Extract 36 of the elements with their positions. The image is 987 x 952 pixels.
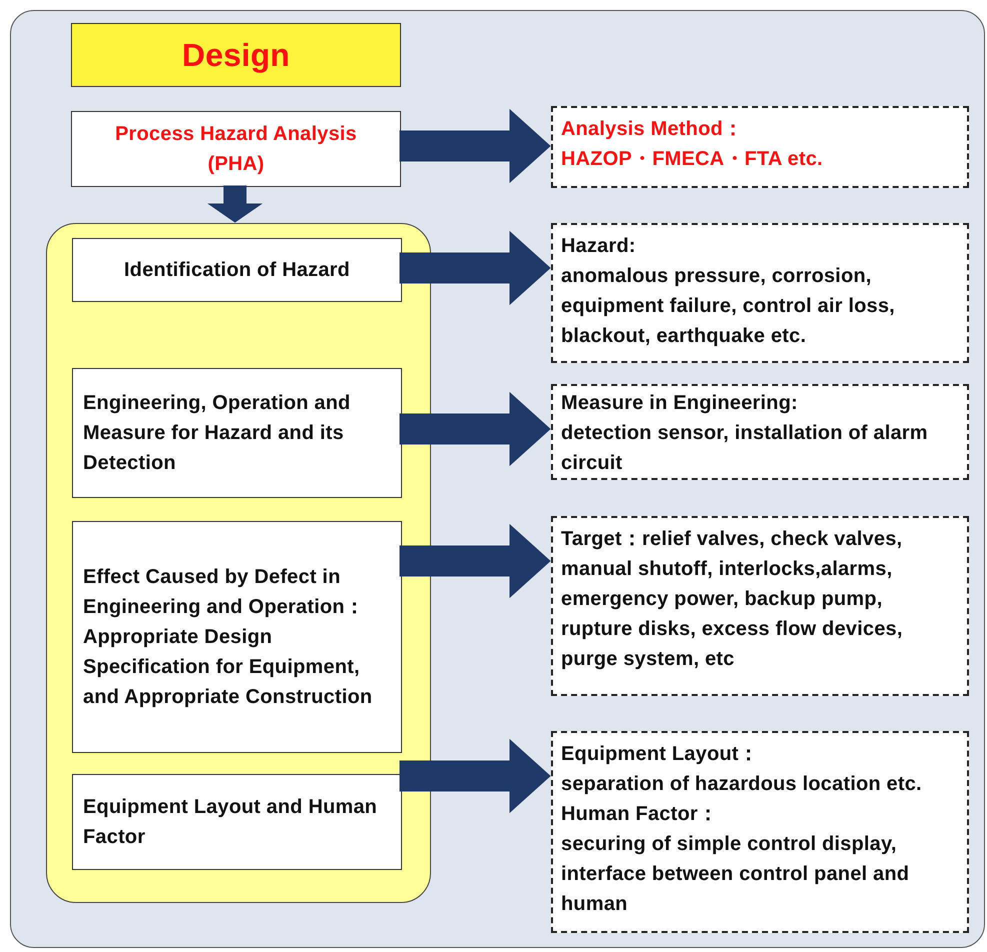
note-box — [551, 223, 969, 363]
note-box — [551, 731, 969, 933]
box-text: anomalous pressure, corrosion, equipment failure, control air loss, blackout, earthquake etc. — [561, 264, 896, 349]
box-text: Analysis Method： — [561, 117, 744, 142]
box-text: Human Factor： — [561, 802, 720, 827]
design-panel — [10, 10, 985, 948]
note-box — [551, 106, 969, 188]
block-arrow — [207, 186, 263, 223]
box-text: Process Hazard Analysis (PHA) — [114, 122, 358, 177]
process-box — [71, 111, 401, 187]
process-box — [72, 368, 402, 498]
box-text: separation of hazardous location etc. — [561, 772, 923, 797]
box-text: HAZOP・FMECA・FTA etc. — [561, 147, 824, 172]
box-text: securing of simple control display, interface between control panel and human — [561, 832, 910, 917]
note-box — [551, 384, 969, 480]
process-box — [72, 774, 402, 870]
process-box — [72, 521, 402, 753]
box-text: Equipment Layout and Human Factor — [83, 795, 378, 850]
note-box — [551, 516, 969, 696]
block-arrow — [400, 738, 551, 814]
block-arrow — [400, 524, 551, 598]
title-box — [71, 23, 401, 87]
box-text: Target：relief valves, check valves, manual shutoff, interlocks,alarms, emergency power, backup pump, rupture disks, excess flow devices, purge system, etc — [561, 527, 904, 672]
box-text: Engineering, Operation and Measure for Hazard and its Detection — [83, 391, 352, 476]
group-panel — [46, 223, 431, 903]
box-text: Measure in Engineering: — [561, 391, 799, 416]
box-text: detection sensor, installation of alarm circuit — [561, 421, 929, 476]
block-arrow — [400, 230, 551, 306]
block-arrow — [400, 392, 551, 466]
title-text: Design — [181, 36, 291, 74]
process-box — [72, 238, 402, 302]
box-text: Identification of Hazard — [123, 258, 351, 283]
box-text: Equipment Layout： — [561, 742, 760, 767]
box-text: Hazard: — [561, 234, 637, 259]
box-text: Effect Caused by Defect in Engineering and Operation：Appropriate Design Specification for Equipment, and Appropriate Construction — [83, 565, 374, 710]
block-arrow — [400, 108, 551, 184]
